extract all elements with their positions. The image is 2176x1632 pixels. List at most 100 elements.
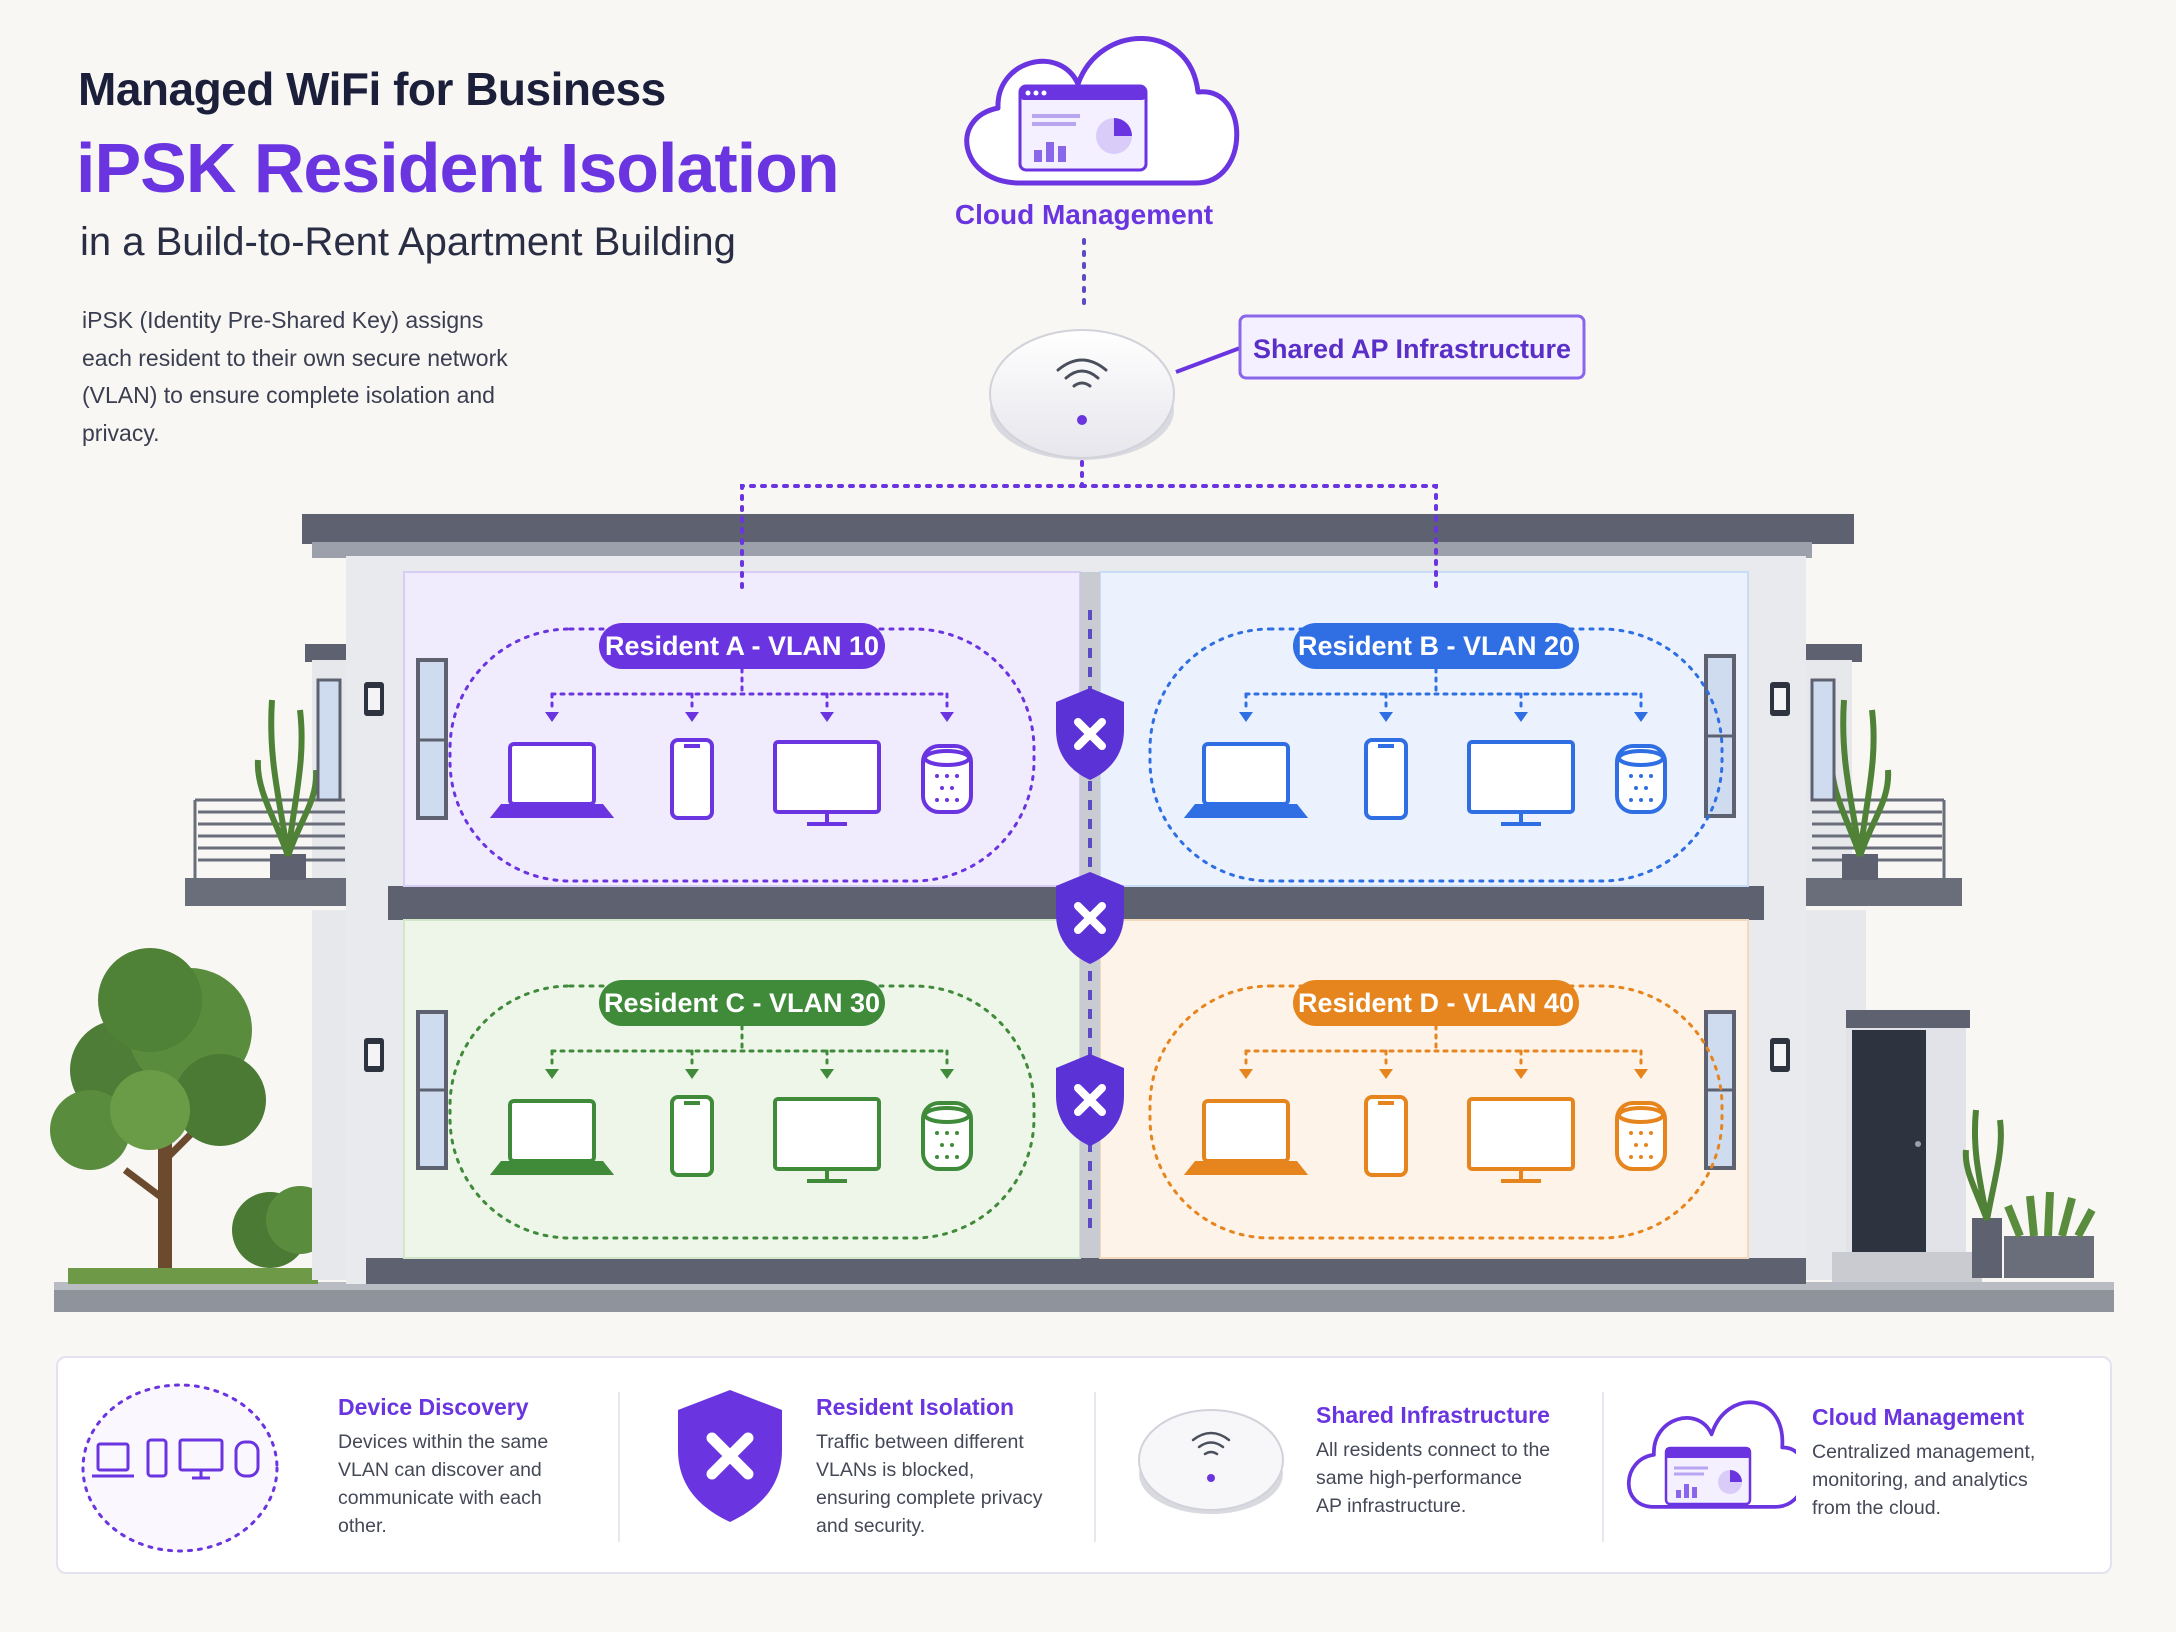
arrow-down-icon [1379,1069,1393,1079]
lawn [68,1268,318,1284]
right-balcony-slab [1806,878,1962,906]
legend-title-infrastructure: Shared Infrastructure [1316,1402,1550,1428]
legend-title-discovery: Device Discovery [338,1394,529,1420]
arrow-down-icon [1239,1069,1253,1079]
wall-lamp-icon [364,1038,384,1072]
vlan-badge-label: Resident A - VLAN 10 [605,631,879,661]
door-icon [1852,1030,1926,1252]
arrow-down-icon [1514,1069,1528,1079]
phone-icon [1364,1095,1408,1177]
vlan-badge-label: Resident B - VLAN 20 [1298,631,1574,661]
laptop-icon [1183,742,1309,818]
arrow-down-icon [940,1069,954,1079]
tree-icon [50,948,334,1268]
vlan-badge-label: Resident D - VLAN 40 [1298,988,1574,1018]
device-discovery-graphic [81,1383,279,1553]
left-balcony-slab [185,878,350,906]
page-title: iPSK Resident Isolation [76,129,840,207]
monitor-icon [1467,1097,1575,1183]
vlan-badge [1293,980,1579,1026]
arrow-down-icon [1634,1069,1648,1079]
monitor-icon [1467,740,1575,826]
roof-fascia [312,542,1812,558]
arrow-down-icon [820,712,834,722]
laptop-icon [92,1442,134,1478]
wifi-icon [1056,358,1108,388]
arrow-down-icon [685,712,699,722]
laptop-icon [489,1099,615,1175]
laptop-icon [489,742,615,818]
plant-icon [254,699,320,880]
right-wing-roof [1806,644,1862,662]
entrance-canopy [1846,1010,1970,1028]
wall-lamp-icon [1770,1038,1790,1072]
vlan-badge [1293,623,1579,669]
monitor-icon [178,1438,224,1480]
legend-divider [1602,1392,1604,1542]
ground-top [54,1282,2114,1290]
vlan-badge-label: Resident C - VLAN 30 [604,988,880,1018]
wifi-icon [1191,1431,1231,1456]
wall-lamp-icon [364,682,384,716]
cloud-icon [1627,1400,1796,1509]
legend-title-isolation: Resident Isolation [816,1394,1015,1420]
window-icon [416,1010,448,1170]
ap-callout [1238,314,1586,380]
unit-room-d [1099,919,1749,1259]
window-icon [1704,1010,1736,1170]
shield-x-icon [678,1390,782,1522]
window-icon [316,678,342,802]
ap-callout-label: Shared AP Infrastructure [1253,334,1571,364]
arrow-down-icon [545,712,559,722]
smart-speaker-icon [1615,1101,1667,1171]
wall-lamp-icon [1770,682,1790,716]
ap-link-a [740,460,1084,590]
cloud-label: Cloud Management [955,199,1213,230]
window-icon [1704,654,1736,818]
arrow-down-icon [545,1069,559,1079]
vlan-zone: Resident A - VLAN 10 [448,623,1036,883]
arrow-down-icon [940,712,954,722]
phone-icon [670,738,714,820]
left-wing-roof [305,644,350,662]
shield-x-icon [1056,872,1124,964]
phone-icon [670,1095,714,1177]
window-icon [416,658,448,820]
legend-divider [618,1392,620,1542]
left-wing-lower [312,910,348,1280]
phone-icon [146,1438,168,1478]
vlan-distribution-line [1244,667,1643,696]
unit-room-c [403,919,1081,1259]
arrow-down-icon [1514,712,1528,722]
monitor-icon [773,1097,881,1183]
unit-room-b [1099,571,1749,887]
plant-icon [1962,1109,2004,1278]
phone-icon [1364,738,1408,820]
entrance-steps [1832,1252,1982,1282]
header-title: Managed WiFi for Business [78,63,666,115]
isolation-shields [1056,688,1124,1146]
shield-x-icon [1056,688,1124,780]
monitor-icon [773,740,881,826]
roof-cap [302,514,1854,544]
arrow-down-icon [685,1069,699,1079]
smart-speaker-icon [921,1101,973,1171]
plant-icon [1828,699,1892,880]
dashboard-icon [1018,84,1148,172]
floor-slab-base [366,1258,1806,1284]
page-description: iPSK (Identity Pre-Shared Key) assigns e… [82,307,508,446]
vlan-zones: Resident A - VLAN 10 Resident B - VLAN 20… [448,623,1724,1240]
vlan-badge [599,623,885,669]
arrow-down-icon [1379,712,1393,722]
arrow-down-icon [1634,712,1648,722]
window-icon [1810,678,1836,802]
vlan-badge [599,980,885,1026]
legend-divider [1094,1392,1096,1542]
legend-title-cloud: Cloud Management [1812,1404,2025,1430]
building-diagram: Cloud Management Shared AP Infrastructur… [50,36,2114,1312]
vlan-zone: Resident B - VLAN 20 [1148,623,1724,883]
dashboard-icon [1664,1446,1752,1506]
